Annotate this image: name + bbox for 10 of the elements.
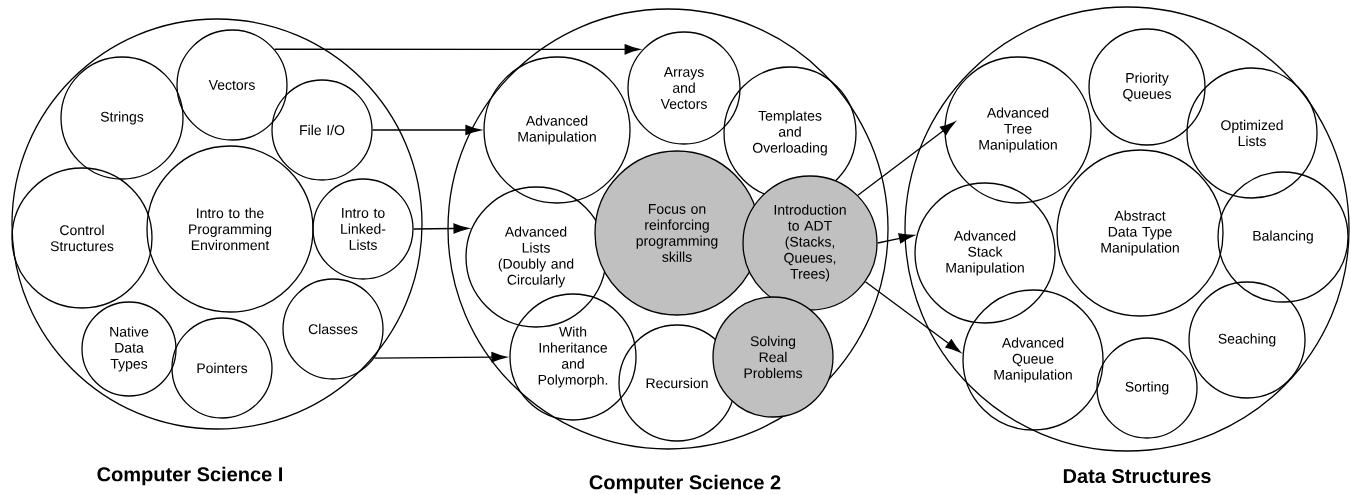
arrow (372, 124, 481, 136)
arrow (274, 44, 640, 55)
arrow (864, 281, 961, 353)
arrow (877, 233, 915, 244)
course-title: Computer Science 2 (589, 474, 781, 494)
course-title: Computer Science I (97, 466, 282, 486)
arrow (373, 352, 507, 363)
arrow (857, 121, 956, 196)
arrow (413, 223, 469, 234)
course-title: Data Structures (1063, 468, 1211, 484)
